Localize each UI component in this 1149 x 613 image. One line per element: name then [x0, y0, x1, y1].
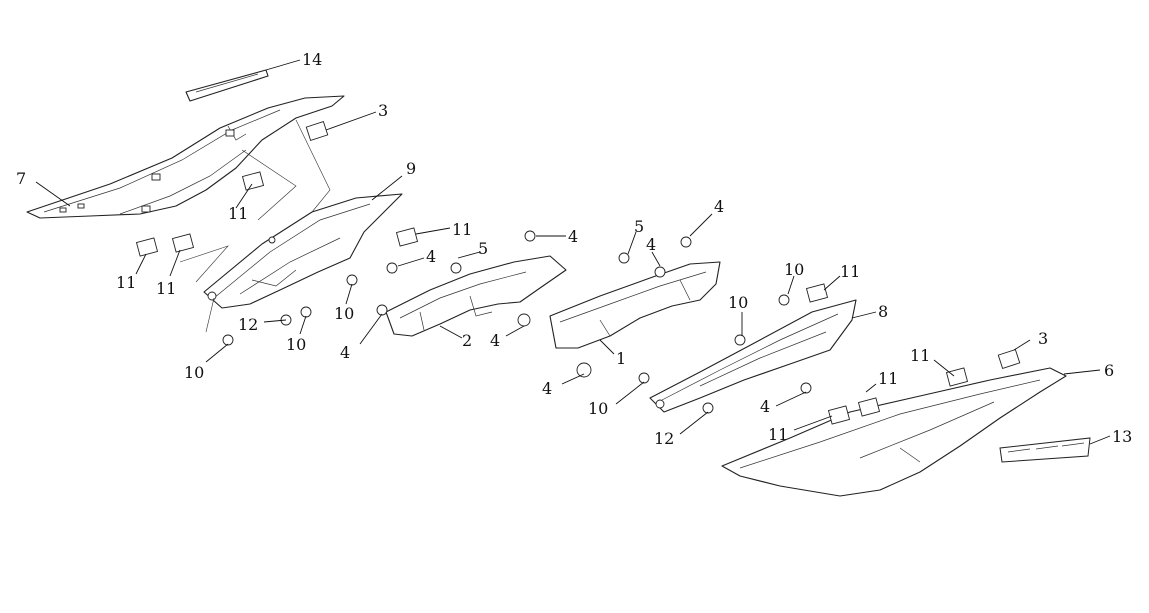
- part-7-upper-side-cover: [26, 95, 345, 219]
- assembly-lines: [179, 119, 331, 333]
- callout-6: 6: [1104, 361, 1114, 380]
- part-2-mounting-bracket: [385, 255, 567, 337]
- callout-11: 11: [910, 346, 930, 365]
- part-3-clip-upper: [305, 120, 329, 142]
- callout-4: 4: [714, 197, 724, 216]
- callout-8: 8: [878, 302, 888, 321]
- callout-10: 10: [334, 304, 354, 323]
- callout-12: 12: [654, 429, 674, 448]
- callout-3: 3: [378, 101, 388, 120]
- callout-labels: 14 3 7 9 11 11 11 11 12 10 10 10 4 4 5 4…: [16, 50, 1132, 448]
- callout-10: 10: [784, 260, 804, 279]
- callout-11: 11: [116, 273, 136, 292]
- callout-11: 11: [768, 425, 788, 444]
- callout-2: 2: [462, 331, 472, 350]
- callout-4: 4: [646, 235, 656, 254]
- callout-10: 10: [728, 293, 748, 312]
- callout-1: 1: [616, 349, 626, 368]
- callout-4: 4: [490, 331, 500, 350]
- part-13-model-badge: [999, 437, 1091, 463]
- callout-7: 7: [16, 169, 26, 188]
- fasteners: [222, 230, 812, 414]
- callout-9: 9: [406, 159, 416, 178]
- part-14-trim-strip: [185, 69, 269, 102]
- callout-4: 4: [760, 397, 770, 416]
- callout-11: 11: [228, 204, 248, 223]
- callout-4: 4: [426, 247, 436, 266]
- callout-11: 11: [840, 262, 860, 281]
- callout-12: 12: [238, 315, 258, 334]
- callout-11: 11: [452, 220, 472, 239]
- part-1-support-bracket: [549, 261, 721, 349]
- callout-11: 11: [878, 369, 898, 388]
- callout-14: 14: [302, 50, 322, 69]
- callout-5: 5: [634, 217, 644, 236]
- part-11-clips: [135, 171, 969, 425]
- callout-4: 4: [542, 379, 552, 398]
- leader-lines: [35, 59, 1111, 445]
- callout-4: 4: [568, 227, 578, 246]
- callout-13: 13: [1112, 427, 1132, 446]
- part-8-rear-side-trim: [649, 299, 857, 413]
- part-3-clip-lower: [997, 348, 1021, 370]
- callout-11: 11: [156, 279, 176, 298]
- callout-10: 10: [184, 363, 204, 382]
- callout-4: 4: [340, 343, 350, 362]
- part-6-rear-side-cover: [721, 367, 1067, 497]
- callout-5: 5: [478, 239, 488, 258]
- callout-3: 3: [1038, 329, 1048, 348]
- callout-10: 10: [286, 335, 306, 354]
- callout-10: 10: [588, 399, 608, 418]
